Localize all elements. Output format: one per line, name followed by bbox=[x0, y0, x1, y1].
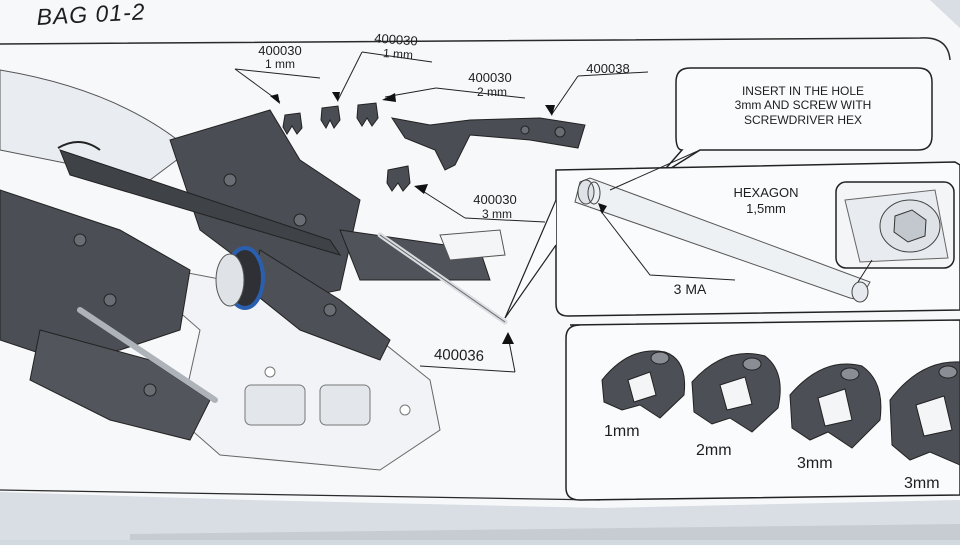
page-border bbox=[0, 37, 951, 61]
part-size: 2 mm bbox=[477, 85, 507, 99]
shim-size-label: 3mm bbox=[904, 475, 940, 492]
part-number: 400036 bbox=[433, 346, 485, 365]
hexagon-size: 1,5mm bbox=[746, 201, 786, 216]
callout-line: INSERT IN THE HOLE bbox=[741, 84, 865, 98]
thread-label: 3 MA bbox=[673, 281, 707, 297]
arrowheads bbox=[270, 92, 555, 344]
leader-lines bbox=[234, 51, 649, 373]
part-number: 400030 bbox=[258, 43, 302, 58]
page-title: BAG 01-2 bbox=[35, 0, 147, 30]
part-number: 400038 bbox=[586, 61, 630, 76]
exploded-parts bbox=[282, 102, 586, 192]
chassis-assembly bbox=[0, 69, 508, 471]
shim-size-label: 2mm bbox=[696, 442, 732, 459]
part-size: 3 mm bbox=[482, 207, 512, 221]
part-size: 1 mm bbox=[265, 57, 295, 71]
callout-line: SCREWDRIVER HEX bbox=[743, 112, 862, 127]
part-number: 400030 bbox=[468, 70, 512, 85]
shim-size-label: 3mm bbox=[797, 455, 833, 472]
callout-bubble bbox=[659, 67, 933, 176]
shim-size-label: 1mm bbox=[604, 423, 640, 440]
callout-line: 3mm AND SCREW WITH bbox=[734, 98, 872, 113]
hexagon-label: HEXAGON bbox=[733, 185, 799, 200]
part-number: 400030 bbox=[473, 192, 517, 207]
callout-text: INSERT IN THE HOLE 3mm AND SCREW WITH SC… bbox=[690, 84, 916, 127]
